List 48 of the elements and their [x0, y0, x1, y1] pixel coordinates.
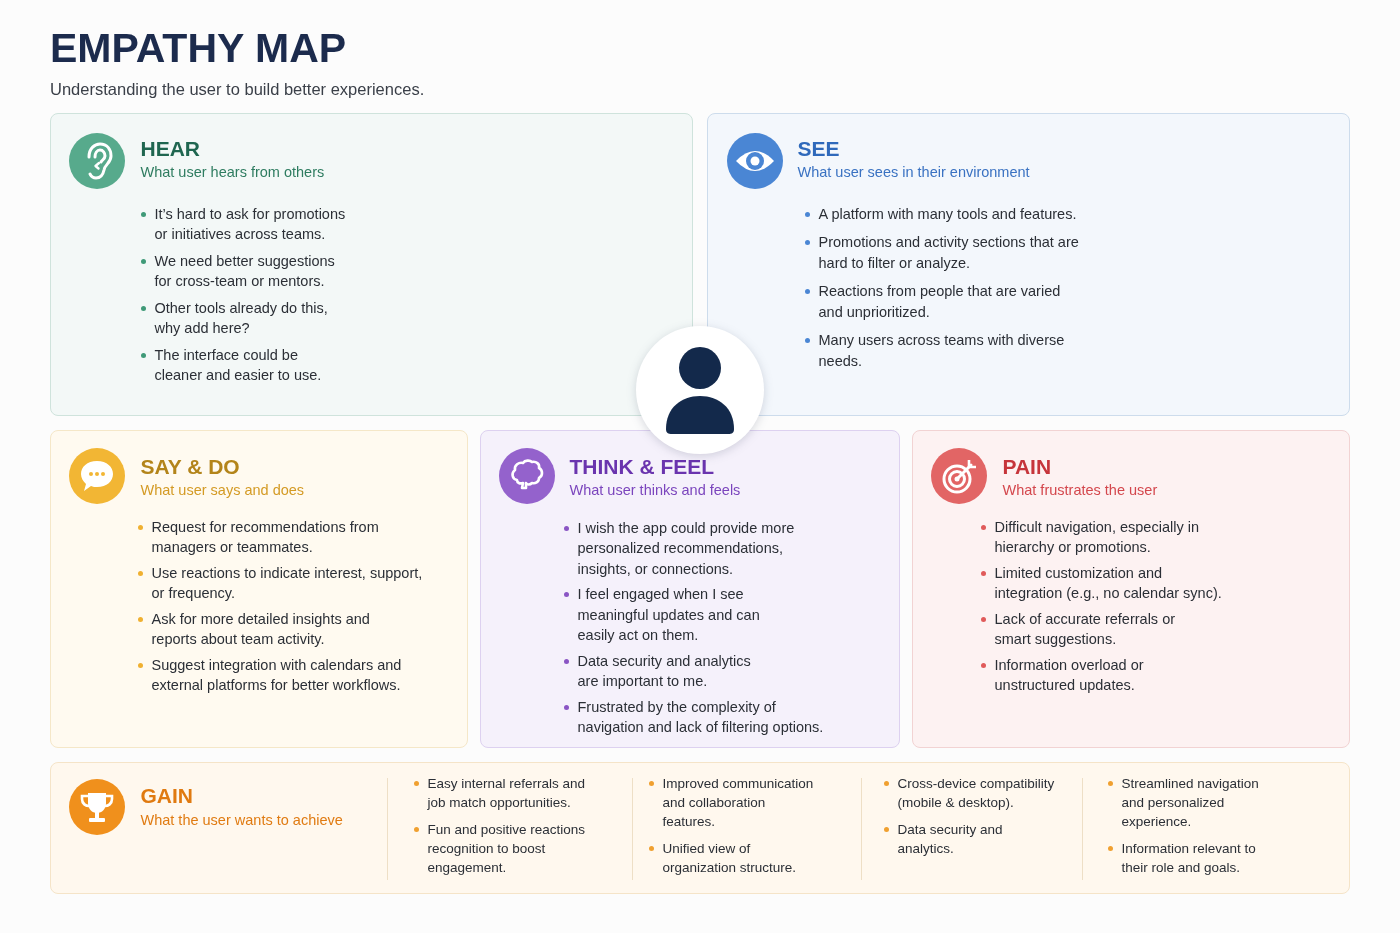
subtitle: Understanding the user to build better experiences.	[50, 79, 425, 99]
bullet-item: The interface could be cleaner and easier to use.	[154, 345, 323, 385]
bullet-item: Request for recommendations from managers or teammates.	[151, 517, 380, 557]
bullet-item: Reactions from people that are varied and unprioritized.	[818, 282, 1062, 322]
bullet-item: Data security and analytics.	[897, 820, 1004, 858]
bullet-item: Many users across teams with diverse needs.	[818, 331, 1066, 371]
bullet-item: Unified view of organization structure.	[662, 839, 798, 877]
bullet-item: Easy internal referrals and job match opportunities.	[427, 774, 587, 812]
bullet-item: Difficult navigation, especially in hierarchy or promotions.	[994, 517, 1200, 557]
section-subheading: What user hears from others	[140, 162, 325, 181]
bullet-item: Information overload or unstructured updates.	[994, 655, 1145, 695]
bullet-item: Improved communication and collaboration features.	[662, 774, 815, 831]
bullet-item: Frustrated by the complexity of navigation and lack of filtering options.	[577, 697, 825, 737]
bullet-item: Other tools already do this, why add here?	[154, 298, 329, 338]
bullet-item: Data security and analytics are important to me.	[577, 651, 752, 691]
section-subheading: What user says and does	[140, 480, 305, 499]
section-card	[50, 762, 1350, 894]
section-heading: SAY & DO	[140, 454, 240, 479]
bullet-item: I wish the app could provide more personalized recommendations, insights, or connections.	[577, 518, 796, 579]
section-subheading: What frustrates the user	[1002, 480, 1158, 499]
section-subheading: What the user wants to achieve	[140, 810, 343, 829]
section-subheading: What user sees in their environment	[797, 162, 1030, 181]
bullet-item: I feel engaged when I see meaningful updates and can easily act on them.	[577, 585, 761, 645]
bullet-item: We need better suggestions for cross-team or mentors.	[154, 251, 336, 291]
section-card	[912, 430, 1350, 748]
bullet-item: Fun and positive reactions recognition to boost engagement.	[427, 820, 587, 877]
section-heading: PAIN	[1002, 454, 1052, 479]
section-card	[707, 113, 1350, 416]
section-heading: THINK & FEEL	[569, 454, 715, 479]
section-heading: SEE	[797, 136, 840, 161]
bullet-item: Suggest integration with calendars and external platforms for better workflows.	[151, 655, 403, 695]
bullet-item: Promotions and activity sections that are hard to filter or analyze.	[818, 233, 1080, 273]
section-heading: GAIN	[140, 783, 193, 808]
page-title: EMPATHY MAP	[50, 28, 347, 69]
section-card	[50, 430, 468, 748]
bullet-item: Ask for more detailed insights and reports about team activity.	[151, 609, 371, 649]
bullet-item: Information relevant to their role and goals.	[1121, 839, 1257, 877]
section-subheading: What user thinks and feels	[569, 480, 741, 499]
bullet-item: Limited customization and integration (e.g., no calendar sync).	[994, 563, 1223, 603]
section-heading: HEAR	[140, 136, 200, 161]
section-card	[50, 113, 693, 416]
section-card	[480, 430, 900, 748]
bullet-item: It’s hard to ask for promotions or initiatives across teams.	[154, 204, 347, 244]
bullet-item: Cross-device compatibility (mobile & desktop).	[897, 774, 1056, 812]
bullet-item: A platform with many tools and features.	[818, 204, 1078, 224]
bullet-item: Streamlined navigation and personalized experience.	[1121, 774, 1260, 831]
bullet-item: Lack of accurate referrals or smart suggestions.	[994, 609, 1177, 649]
bullet-item: Use reactions to indicate interest, support, or frequency.	[151, 563, 424, 603]
